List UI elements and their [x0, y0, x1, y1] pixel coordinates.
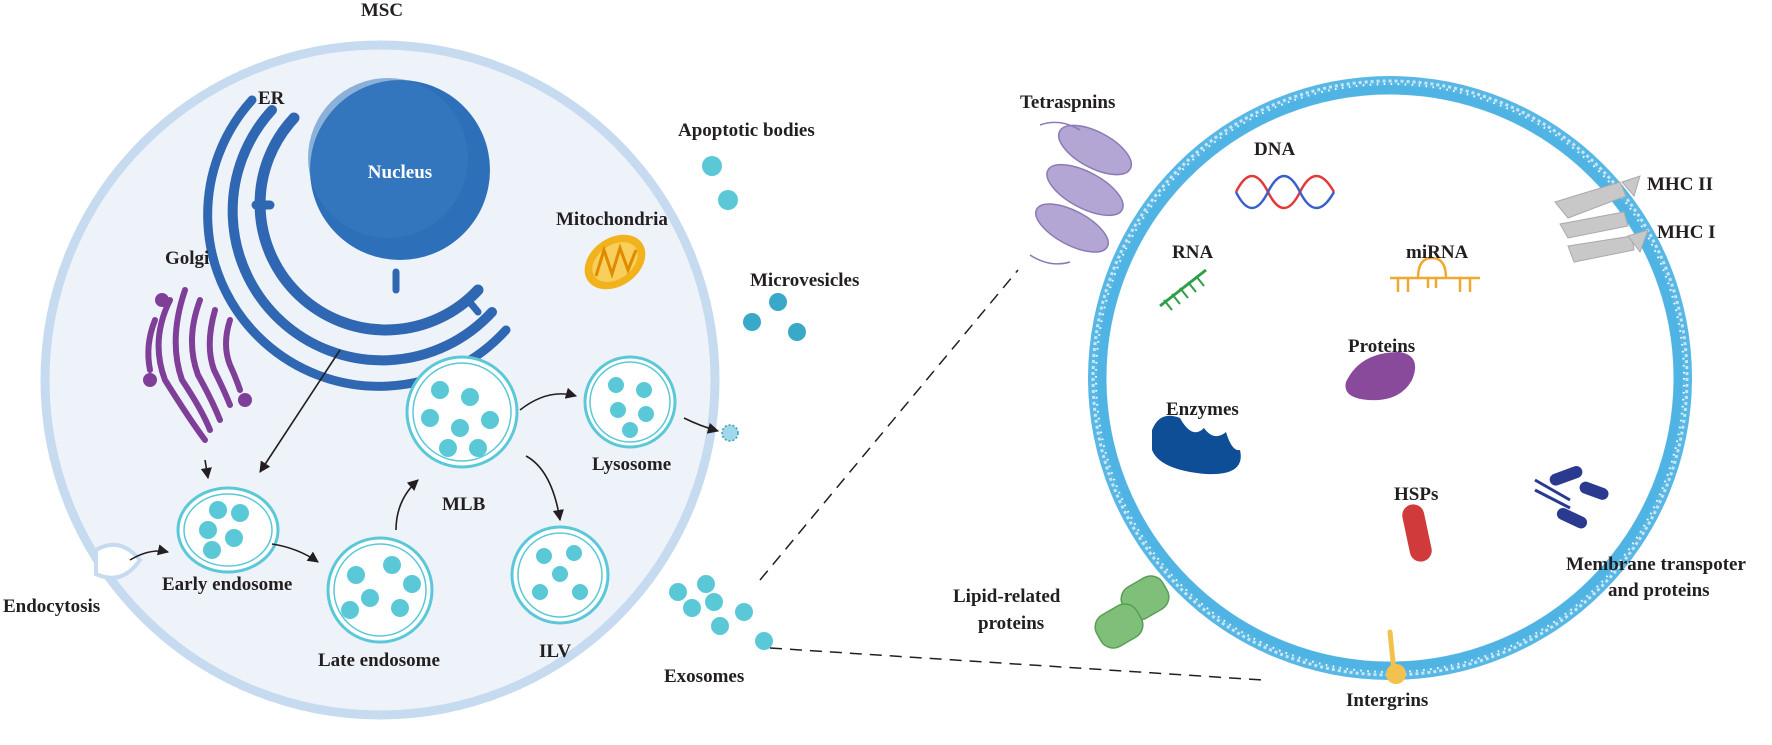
degraded-particle — [721, 424, 739, 442]
rna-icon — [1159, 268, 1207, 311]
golgi-icon — [143, 287, 252, 443]
label-mitochondria: Mitochondria — [556, 209, 668, 230]
lipid-protein-icon — [1094, 575, 1170, 649]
label-proteins: Proteins — [1348, 336, 1415, 357]
label-lipid-related-1: Lipid-related — [953, 586, 1061, 607]
label-dna: DNA — [1254, 139, 1295, 160]
label-membrane-transporter-1: Membrane transpoter — [1566, 554, 1746, 575]
mitochondria-icon — [584, 234, 646, 290]
label-ilv: ILV — [539, 641, 571, 662]
label-mlb: MLB — [442, 494, 486, 515]
label-mhc1: MHC I — [1657, 222, 1716, 243]
release-notch — [674, 537, 730, 582]
label-membrane-transporter-2: and proteins — [1608, 580, 1710, 601]
label-golgi: Golgi — [165, 248, 209, 269]
early-endosome — [176, 486, 280, 574]
label-enzymes: Enzymes — [1166, 399, 1239, 420]
label-lipid-related-2: proteins — [978, 613, 1044, 634]
proteins-icon — [1345, 352, 1416, 401]
transporter-icon — [1534, 466, 1609, 529]
label-hsps: HSPs — [1394, 484, 1438, 505]
label-lysosome: Lysosome — [592, 454, 671, 475]
microvesicles — [743, 293, 806, 341]
integrin-icon — [1386, 629, 1406, 684]
exosomes — [669, 575, 773, 650]
ilv — [510, 525, 610, 625]
lysosome — [583, 355, 677, 449]
label-er: ER — [258, 88, 285, 109]
mhc-icon — [1554, 175, 1649, 263]
label-endocytosis: Endocytosis — [3, 596, 100, 617]
nucleus — [308, 78, 490, 260]
zoom-lines — [759, 269, 1263, 681]
label-tetraspnins: Tetraspnins — [1020, 92, 1115, 113]
mlb — [405, 355, 519, 469]
tetraspanin-icon — [1029, 121, 1133, 265]
label-mhc2: MHC II — [1647, 174, 1713, 195]
label-early-endosome: Early endosome — [162, 574, 292, 595]
label-msc: MSC — [361, 0, 403, 21]
label-rna: RNA — [1172, 242, 1213, 263]
label-intergrins: Intergrins — [1346, 690, 1428, 711]
mirna-icon — [1390, 256, 1480, 292]
enzymes-icon — [1152, 415, 1241, 475]
label-mirna: miRNA — [1406, 242, 1469, 263]
label-apoptotic-bodies: Apoptotic bodies — [678, 120, 815, 141]
late-endosome — [326, 536, 434, 644]
label-nucleus: Nucleus — [368, 162, 432, 183]
endocytosis-notch — [94, 542, 143, 580]
label-late-endosome: Late endosome — [318, 650, 440, 671]
label-microvesicles: Microvesicles — [750, 270, 859, 291]
label-exosomes: Exosomes — [664, 666, 744, 687]
apoptotic-bodies — [702, 156, 738, 210]
dna-icon — [1234, 174, 1336, 210]
labels: MSC ER Nucleus Golgi Mitochondria Apopto… — [3, 0, 1746, 711]
hsps-icon — [1402, 504, 1432, 562]
pathway-arrows — [129, 349, 720, 563]
